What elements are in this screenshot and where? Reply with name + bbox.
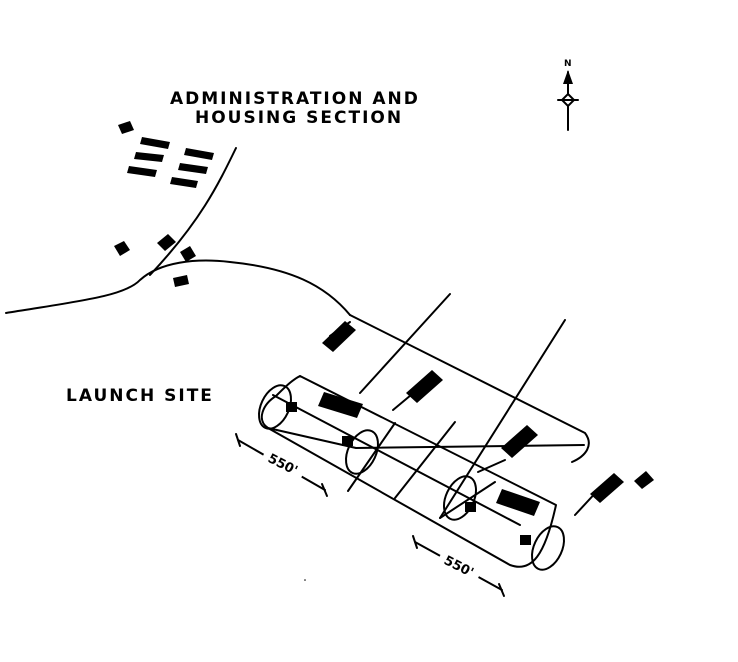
launch-pad xyxy=(531,525,565,571)
access-roads xyxy=(5,147,351,316)
launch-site-layout xyxy=(258,293,654,571)
housing-building xyxy=(134,152,164,162)
housing-building xyxy=(184,148,214,160)
launch-building xyxy=(590,473,624,503)
launch-site-label: LAUNCH SITE xyxy=(66,386,214,406)
launch-building xyxy=(501,425,538,458)
launch-pad xyxy=(345,429,379,475)
pad-shelter xyxy=(286,402,297,412)
dimension-marker-1: 550' xyxy=(235,433,328,497)
pad-shelter xyxy=(465,502,476,512)
control-building xyxy=(496,489,540,516)
admin-building xyxy=(114,241,130,256)
admin-housing-buildings xyxy=(114,121,214,287)
admin-building xyxy=(118,121,134,134)
pad-shelter xyxy=(520,535,531,545)
admin-building xyxy=(173,275,189,287)
housing-building xyxy=(140,137,170,149)
control-building xyxy=(318,392,363,418)
admin-building xyxy=(180,246,196,262)
launch-building xyxy=(322,321,356,352)
housing-building xyxy=(127,166,157,177)
launch-pad xyxy=(258,384,292,430)
launch-building xyxy=(406,370,443,403)
launch-building xyxy=(634,471,654,489)
admin-label-line1: ADMINISTRATION AND xyxy=(170,89,420,109)
dimension-marker-2: 550' xyxy=(412,535,505,597)
admin-building xyxy=(157,234,176,251)
scan-speck xyxy=(304,579,306,581)
launch-pad xyxy=(443,475,477,521)
admin-label-line2: HOUSING SECTION xyxy=(195,108,403,128)
housing-building xyxy=(170,177,198,188)
housing-building xyxy=(178,163,208,174)
north-label: N xyxy=(564,59,572,69)
pad-shelter xyxy=(342,436,353,446)
north-arrow-icon: N xyxy=(557,59,579,131)
